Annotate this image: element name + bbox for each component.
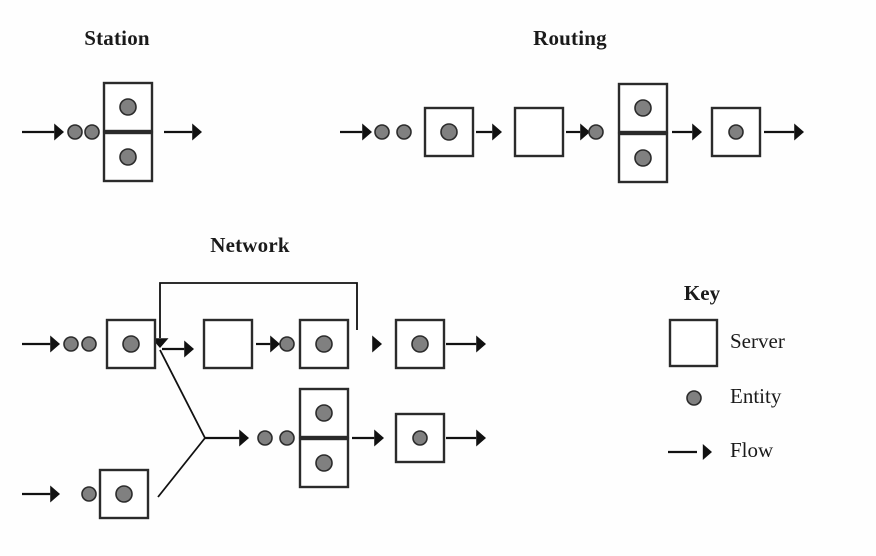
network-arrow-into-b-head [184,340,194,358]
network-outflow-top-arrow-head [476,335,486,353]
network-panel-title: Network [210,233,290,257]
network-server-d-entity [411,335,429,353]
routing-queue-entity-0 [374,124,390,140]
network-server-e-bottom-entity [315,454,333,472]
key-label-server: Server [730,329,785,353]
routing-server-3-top-entity [634,99,652,117]
network-feedback-loop [159,282,358,338]
network-inflow-bottom-arrow-head [50,485,60,503]
network-split-lower-branch [157,437,206,498]
network-arrow-b-to-c-head [270,335,280,353]
routing-queue-entity-2 [588,124,604,140]
routing-server-4-entity [728,124,744,140]
routing-panel-group [340,82,804,184]
network-queue-entity-5 [81,486,97,502]
key-entity-dot-icon [686,390,702,406]
routing-server-2[interactable] [513,106,565,158]
network-outflow-bottom-arrow-head [476,429,486,447]
network-queue-entity-3 [257,430,273,446]
routing-server-3-top[interactable] [617,82,669,134]
station-queue-entity-0 [67,124,83,140]
key-label-flow: Flow [730,438,774,462]
network-junction-to-queue-arrow-head [239,429,249,447]
station-queue-entity-1 [84,124,100,140]
station-outflow-arrow-head [192,123,202,141]
network-queue-entity-2 [279,336,295,352]
network-server-a-entity [122,335,140,353]
routing-queue-entity-1 [396,124,412,140]
station-panel-title: Station [84,26,150,50]
network-loop-exit-arrow-head [372,335,382,353]
station-inflow-arrow-head [54,123,64,141]
network-split-upper-branch [159,349,206,439]
key-label-entity: Entity [730,384,782,408]
key-title: Key [684,281,721,305]
network-server-c-entity [315,335,333,353]
network-server-g-entity [115,485,133,503]
station-server-top-entity [119,98,137,116]
network-server-e-top[interactable] [298,387,350,439]
network-queue-entity-0 [63,336,79,352]
station-panel-group [22,81,202,183]
network-queue-entity-4 [279,430,295,446]
station-server-bottom-entity [119,148,137,166]
network-server-b[interactable] [202,318,254,370]
routing-server-1-entity [440,123,458,141]
routing-server-3-bottom-entity [634,149,652,167]
network-arrow-mid-to-f-head [374,429,384,447]
network-server-f-entity [412,430,428,446]
routing-arrow-1-head [492,123,502,141]
routing-inflow-arrow-head [362,123,372,141]
key-server-square-icon [668,318,719,368]
routing-panel-title: Routing [533,26,607,50]
network-inflow-top-arrow-head [50,335,60,353]
network-server-e-top-entity [315,404,333,422]
key-flow-arrow-icon-head [702,444,712,460]
routing-outflow-arrow-head [794,123,804,141]
network-panel-group [22,282,486,520]
network-queue-entity-1 [81,336,97,352]
routing-arrow-2-head [580,123,590,141]
routing-arrow-3-head [692,123,702,141]
key-legend-group [668,318,719,460]
